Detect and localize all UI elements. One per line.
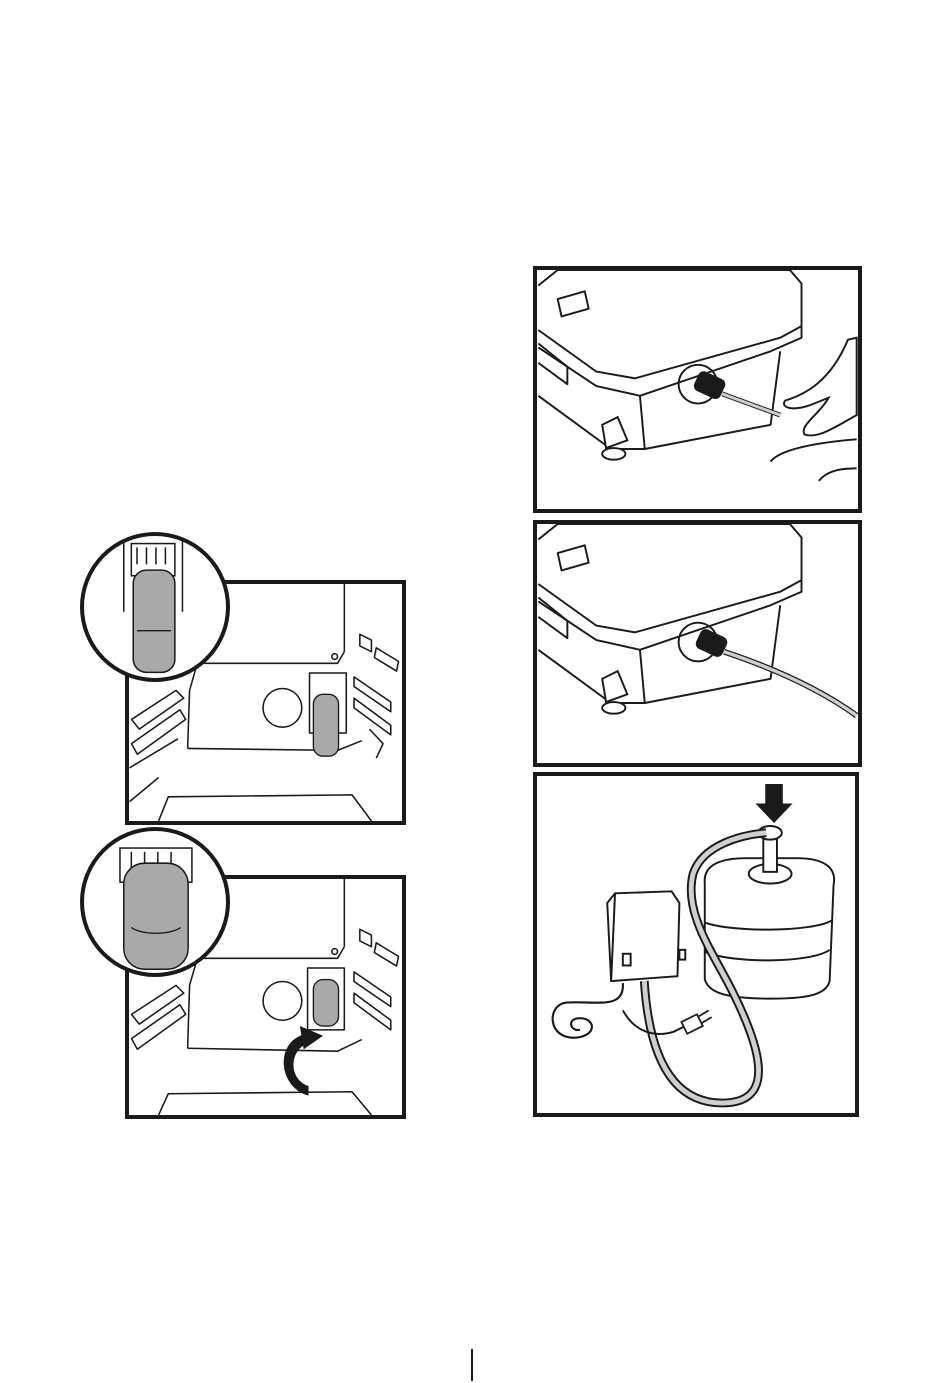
pump-hose-insert-panel — [533, 266, 862, 513]
filter-cartridge-closeup-icon — [84, 831, 226, 973]
down-arrow-icon — [756, 784, 793, 823]
pump-hose-connected-illustration — [537, 524, 858, 763]
power-cord-icon — [553, 983, 623, 1038]
power-plug-icon — [681, 1010, 711, 1033]
filter-installed-zoom — [80, 532, 230, 682]
page-divider-mark — [471, 1349, 473, 1381]
pump-hose-connected-panel — [533, 520, 862, 767]
pump-unit-icon — [607, 891, 685, 981]
filter-cartridge-icon — [313, 694, 338, 756]
pump-hose-insert-illustration — [537, 270, 858, 509]
pump-bottle-setup-panel — [533, 772, 859, 1117]
filter-cartridge-closeup-icon — [84, 536, 226, 678]
pump-foot-icon — [602, 671, 627, 714]
hand-icon — [771, 338, 857, 481]
pump-bottle-setup-illustration — [537, 776, 855, 1113]
pump-foot-icon — [602, 417, 627, 460]
filter-rotate-zoom — [80, 827, 230, 977]
filter-cartridge-icon — [313, 980, 338, 1026]
